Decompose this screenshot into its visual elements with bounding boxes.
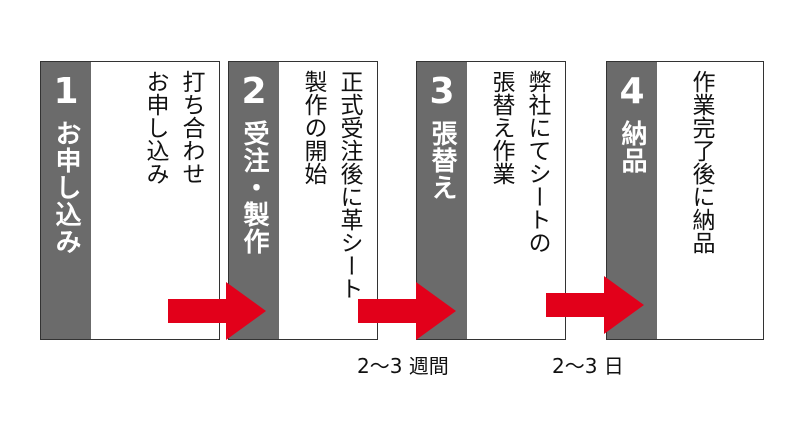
step-1-box: 1 お申し込み 打ち合わせ お申し込み — [40, 61, 220, 340]
step-1-number: 1 — [53, 71, 79, 112]
step-4-line-1: 作業完了後に納品 — [688, 70, 714, 254]
step-3-title: 張替え — [427, 120, 457, 201]
step-1-description: 打ち合わせ お申し込み — [137, 70, 209, 185]
step-3-number: 3 — [429, 71, 455, 112]
step-2-description: 正式受注後に革シート 製作の開始 — [295, 70, 367, 300]
arrow-right-icon — [358, 282, 456, 340]
arrow-right-icon — [546, 276, 644, 334]
step-4-number: 4 — [619, 71, 645, 112]
step-2-title: 受注・製作 — [239, 120, 269, 255]
step-1-title: お申し込み — [51, 120, 81, 255]
step-1-tab: 1 お申し込み — [41, 62, 91, 339]
step-2-number: 2 — [241, 71, 267, 112]
step-2-line-1: 正式受注後に革シート — [336, 70, 362, 300]
step-3-tab: 3 張替え — [417, 62, 467, 339]
arrow-right-icon — [168, 282, 266, 340]
step-3-line-1: 弊社にてシートの — [524, 70, 550, 254]
step-4-description: 作業完了後に納品 — [683, 70, 719, 254]
step-1-line-1: 打ち合わせ — [178, 70, 204, 185]
duration-label-1: 2～3 週間 — [357, 354, 449, 378]
step-1-line-2: お申し込み — [142, 70, 168, 185]
step-4-title: 納品 — [617, 120, 647, 174]
step-3-description: 弊社にてシートの 張替え作業 — [483, 70, 555, 254]
step-3-line-2: 張替え作業 — [488, 70, 514, 185]
step-3-box: 3 張替え 弊社にてシートの 張替え作業 — [416, 61, 566, 340]
step-2-line-2: 製作の開始 — [300, 70, 326, 185]
duration-label-2: 2～3 日 — [552, 354, 624, 378]
